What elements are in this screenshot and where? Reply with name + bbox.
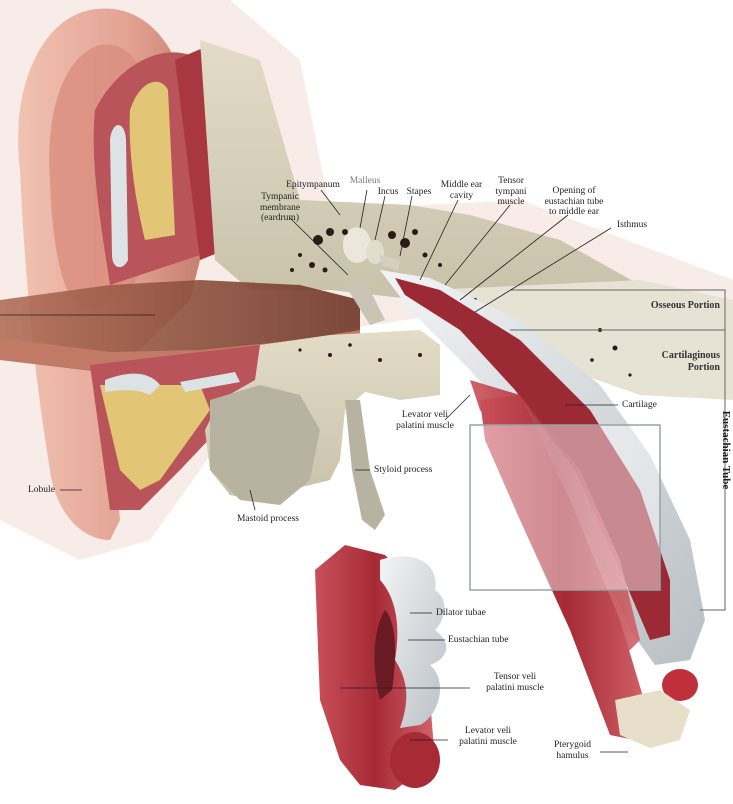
tympanic-membrane-shape [345,280,385,325]
label-styloid-process: Styloid process [374,465,433,475]
levator-muscle-long [480,395,650,740]
upper-fat [129,81,175,240]
lower-cartilage [105,373,160,395]
label-opening-eustachian: Opening of eustachian tube to middle ear [544,186,604,217]
label-levator-veli-palatini-2: Levator veli palatini muscle [459,726,517,747]
label-tensor-veli-palatini: Tensor veli palatini muscle [486,672,544,693]
malleus-shape [343,227,371,263]
lower-fat [100,385,210,490]
cross-section-lumen [374,610,396,700]
external-canal [0,280,360,360]
styloid-process [345,400,385,530]
canal-floor [0,330,360,372]
label-lobule: Lobule [28,485,55,495]
pterygoid-hamulus-shape [615,690,690,748]
levator-cut-end [662,669,698,701]
label-tensor-tympani: Tensor tympani muscle [495,176,527,207]
cross-section-cartilage [380,556,447,728]
leader-lines [0,189,628,753]
tube-lumen [395,278,670,640]
label-cartilage: Cartilage [622,400,657,410]
label-epitympanum: Epitympanum [286,180,340,190]
mastoid-process [210,385,320,505]
label-cartilaginous-portion: Cartilaginous Portion [661,350,720,373]
label-dilator-tubae: Dilator tubae [436,608,486,618]
label-middle-ear-cavity: Middle ear cavity [440,180,483,201]
label-stapes: Stapes [406,187,432,197]
label-levator-veli-palatini: Levator veli palatini muscle [396,410,454,431]
cross-section-cut [390,732,440,788]
incus-shape [366,240,384,264]
osseous-bone-block [430,280,733,400]
label-tympanic-membrane: Tympanic membrane (eardrum) [259,192,301,223]
label-eustachian-tube-title: Eustachian Tube [720,410,732,490]
label-eustachian-tube: Eustachian tube [448,635,509,645]
label-isthmus: Isthmus [616,220,648,230]
label-malleus: Malleus [349,176,381,186]
temporal-bone-upper [200,40,640,300]
inset-box [469,424,661,591]
label-incus: Incus [377,187,399,197]
stapes-shape [380,255,400,270]
label-mastoid-process: Mastoid process [236,514,299,524]
label-osseous-portion: Osseous Portion [650,300,720,311]
label-pterygoid-hamulus: Pterygoid hamulus [554,740,591,761]
upper-cartilage [110,125,128,268]
lower-cartilage-2 [180,372,240,392]
